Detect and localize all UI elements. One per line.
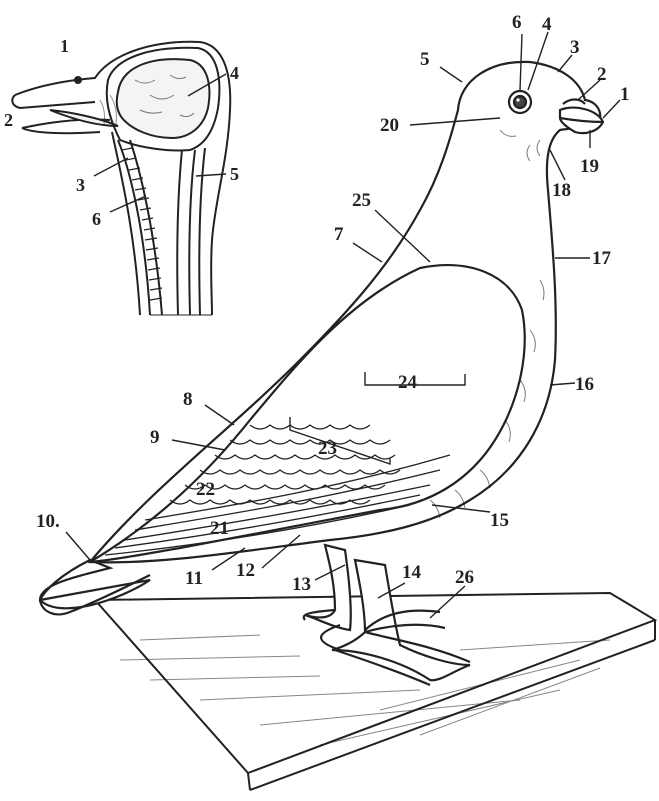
label-26: 26 xyxy=(455,567,474,588)
label-16: 16 xyxy=(575,374,594,395)
label-10: 10. xyxy=(36,511,60,532)
label-14: 14 xyxy=(402,562,422,583)
label-19: 19 xyxy=(580,156,599,177)
inset-label-5: 5 xyxy=(230,164,239,184)
label-12: 12 xyxy=(236,560,255,581)
label-15: 15 xyxy=(490,510,509,531)
left-leg xyxy=(305,545,351,630)
label-25: 25 xyxy=(352,190,371,211)
label-17: 17 xyxy=(592,248,612,269)
label-13: 13 xyxy=(292,574,311,595)
inset-label-2: 2 xyxy=(4,110,13,130)
label-8: 8 xyxy=(183,389,193,410)
label-5: 5 xyxy=(420,49,430,70)
label-2: 2 xyxy=(597,64,607,85)
label-22: 22 xyxy=(196,479,215,500)
inset-label-4: 4 xyxy=(230,63,239,83)
inset-label-6: 6 xyxy=(92,209,101,229)
inset-head-section xyxy=(12,42,230,315)
label-6: 6 xyxy=(512,12,522,33)
label-7: 7 xyxy=(334,224,344,245)
label-9: 9 xyxy=(150,427,160,448)
label-4: 4 xyxy=(542,14,552,35)
inset-title: 1 xyxy=(60,36,69,56)
label-20: 20 xyxy=(380,115,399,136)
label-23: 23 xyxy=(318,438,337,459)
label-24: 24 xyxy=(398,372,418,393)
label-11: 11 xyxy=(185,568,203,589)
label-21: 21 xyxy=(210,518,229,539)
label-3: 3 xyxy=(570,37,580,58)
inset-label-3: 3 xyxy=(76,175,85,195)
label-1: 1 xyxy=(620,84,630,105)
label-18: 18 xyxy=(552,180,571,201)
